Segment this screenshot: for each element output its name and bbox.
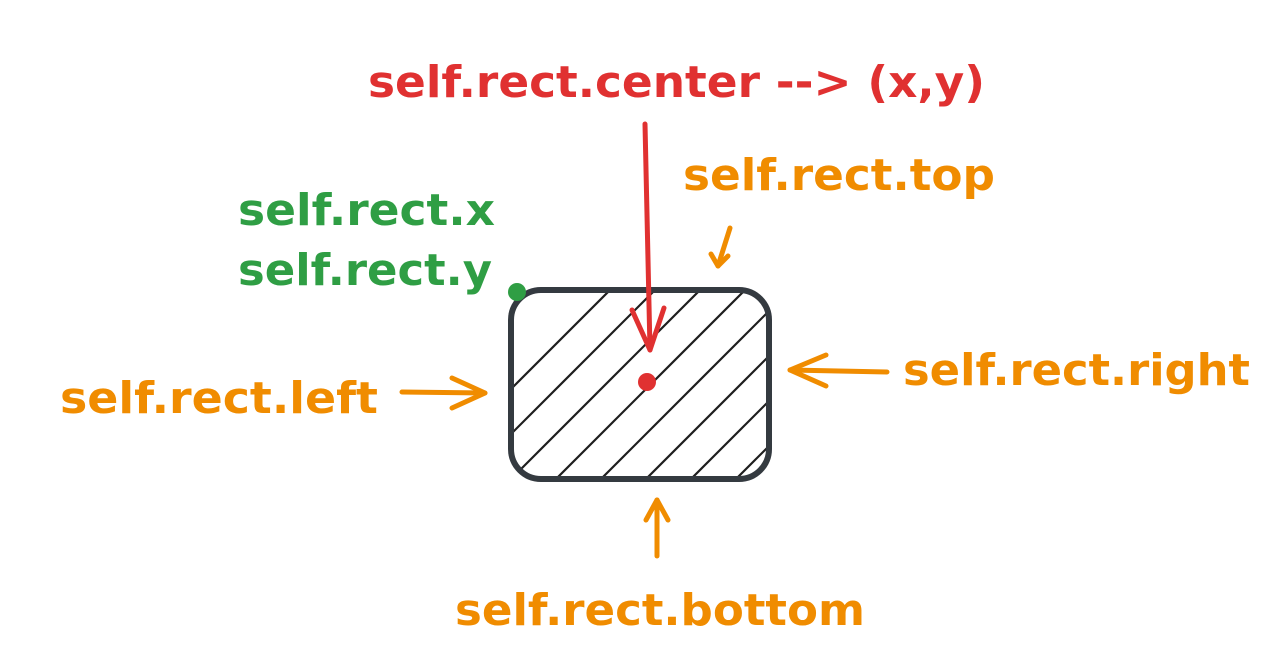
left-label: self.rect.left [60, 373, 378, 424]
right-arrow [787, 352, 890, 389]
center-arrow [629, 121, 667, 353]
bottom-arrow [643, 497, 671, 559]
bottom-label: self.rect.bottom [455, 585, 865, 636]
center-point [638, 373, 656, 391]
topleft-point [508, 283, 526, 301]
top-label: self.rect.top [683, 150, 995, 201]
hatch-pattern [511, 290, 769, 479]
rectangle [508, 287, 772, 482]
y-label: self.rect.y [238, 245, 492, 296]
top-arrow [708, 225, 733, 269]
center-label: self.rect.center --> (x,y) [368, 57, 985, 108]
x-label: self.rect.x [238, 185, 495, 236]
left-arrow [399, 375, 488, 411]
right-label: self.rect.right [903, 345, 1250, 396]
